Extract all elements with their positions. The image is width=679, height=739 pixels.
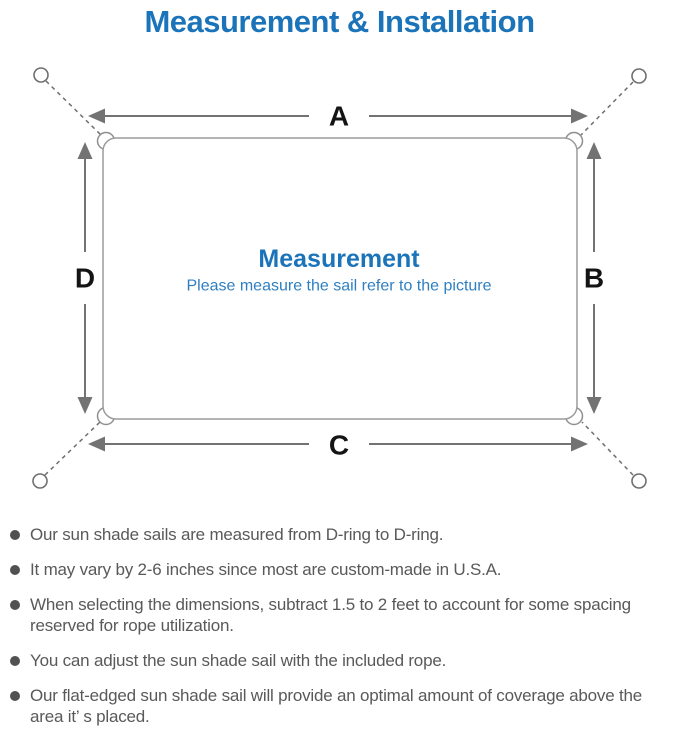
anchor-ring-icon-bottom-left xyxy=(32,473,48,489)
note-text: You can adjust the sun shade sail with t… xyxy=(30,651,447,670)
list-item: Our flat-edged sun shade sail will provi… xyxy=(10,685,672,727)
anchor-ring-icon-top-right xyxy=(631,68,647,84)
bullet-icon xyxy=(10,565,20,575)
rope-line-bottom-right xyxy=(581,421,634,476)
anchor-ring-icon-top-left xyxy=(33,67,49,83)
list-item: It may vary by 2-6 inches since most are… xyxy=(10,559,672,580)
note-text: It may vary by 2-6 inches since most are… xyxy=(30,560,502,579)
arrowhead-right-icon xyxy=(571,436,588,452)
arrowhead-left-icon xyxy=(88,108,105,124)
dimension-label-c: C xyxy=(329,430,349,461)
list-item: You can adjust the sun shade sail with t… xyxy=(10,650,672,671)
dimension-label-d: D xyxy=(75,263,95,294)
dimension-label-a: A xyxy=(329,101,349,132)
bullet-icon xyxy=(10,691,20,701)
dimension-label-b: B xyxy=(584,263,604,294)
rope-line-top-right xyxy=(580,81,634,136)
diagram-subtitle: Please measure the sail refer to the pic… xyxy=(186,278,491,295)
note-text: Our flat-edged sun shade sail will provi… xyxy=(30,686,643,726)
rope-line-bottom-left xyxy=(44,421,101,476)
arrowhead-up-icon xyxy=(77,142,93,159)
page-title: Measurement & Installation xyxy=(144,4,535,39)
arrowhead-down-icon xyxy=(77,397,93,414)
bullet-icon xyxy=(10,530,20,540)
rope-line-top-left xyxy=(45,80,102,136)
arrowhead-up-icon xyxy=(586,142,602,159)
notes-list: Our sun shade sails are measured from D-… xyxy=(10,524,672,739)
list-item: Our sun shade sails are measured from D-… xyxy=(10,524,672,545)
note-text: When selecting the dimensions, subtract … xyxy=(30,595,631,635)
list-item: When selecting the dimensions, subtract … xyxy=(10,594,672,636)
diagram-heading: Measurement xyxy=(258,245,420,273)
arrowhead-right-icon xyxy=(571,108,588,124)
measurement-diagram: A B C D Measurement Please measure the s… xyxy=(32,67,647,489)
sail-rectangle xyxy=(102,137,578,420)
bullet-icon xyxy=(10,656,20,666)
arrowhead-down-icon xyxy=(586,397,602,414)
anchor-ring-icon-bottom-right xyxy=(631,473,647,489)
note-text: Our sun shade sails are measured from D-… xyxy=(30,525,444,544)
arrowhead-left-icon xyxy=(88,436,105,452)
bullet-icon xyxy=(10,600,20,610)
